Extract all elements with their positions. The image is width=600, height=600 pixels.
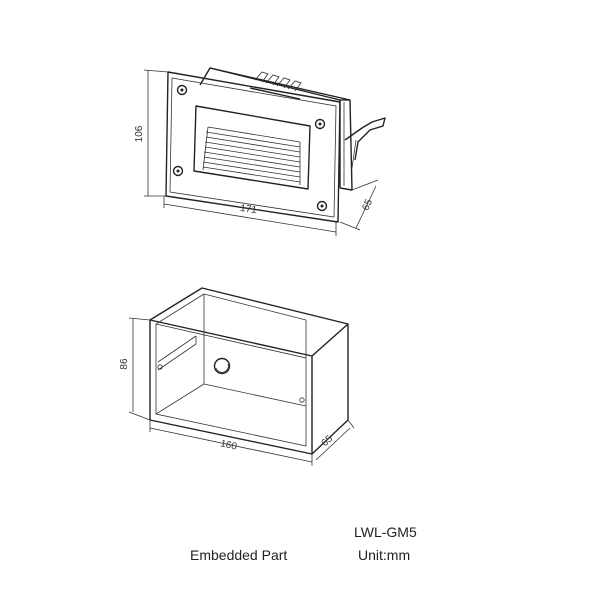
model-label: LWL-GM5 xyxy=(354,524,417,540)
light-fixture-drawing: 106 171 65 xyxy=(134,67,386,236)
depth-label: 65 xyxy=(320,433,336,449)
heat-sink-fins xyxy=(249,71,302,100)
mounting-clip xyxy=(344,117,386,161)
width-label: 160 xyxy=(219,438,238,452)
faceplate xyxy=(165,71,341,223)
light-opening xyxy=(193,105,311,190)
width-label: 171 xyxy=(239,203,258,217)
height-label: 86 xyxy=(119,358,130,370)
dimension-depth: 65 xyxy=(339,179,379,231)
unit-label: Unit:mm xyxy=(358,547,411,563)
dimension-width: 171 xyxy=(163,196,337,236)
depth-label: 65 xyxy=(360,197,375,212)
louver-slats xyxy=(202,126,301,185)
mounting-bracket xyxy=(157,335,197,371)
embedded-box-drawing: 86 160 65 xyxy=(119,287,355,466)
dimension-depth: 65 xyxy=(315,419,355,461)
dimension-width: 160 xyxy=(149,420,313,466)
dimension-height: 106 xyxy=(134,69,169,197)
cable-hole-icon xyxy=(213,357,231,375)
screw-icon xyxy=(172,84,328,212)
height-label: 106 xyxy=(134,125,145,142)
box-back-wall xyxy=(203,293,307,321)
dimension-height: 86 xyxy=(119,317,151,421)
part-caption: Embedded Part xyxy=(190,547,288,563)
box-outer xyxy=(149,287,349,455)
